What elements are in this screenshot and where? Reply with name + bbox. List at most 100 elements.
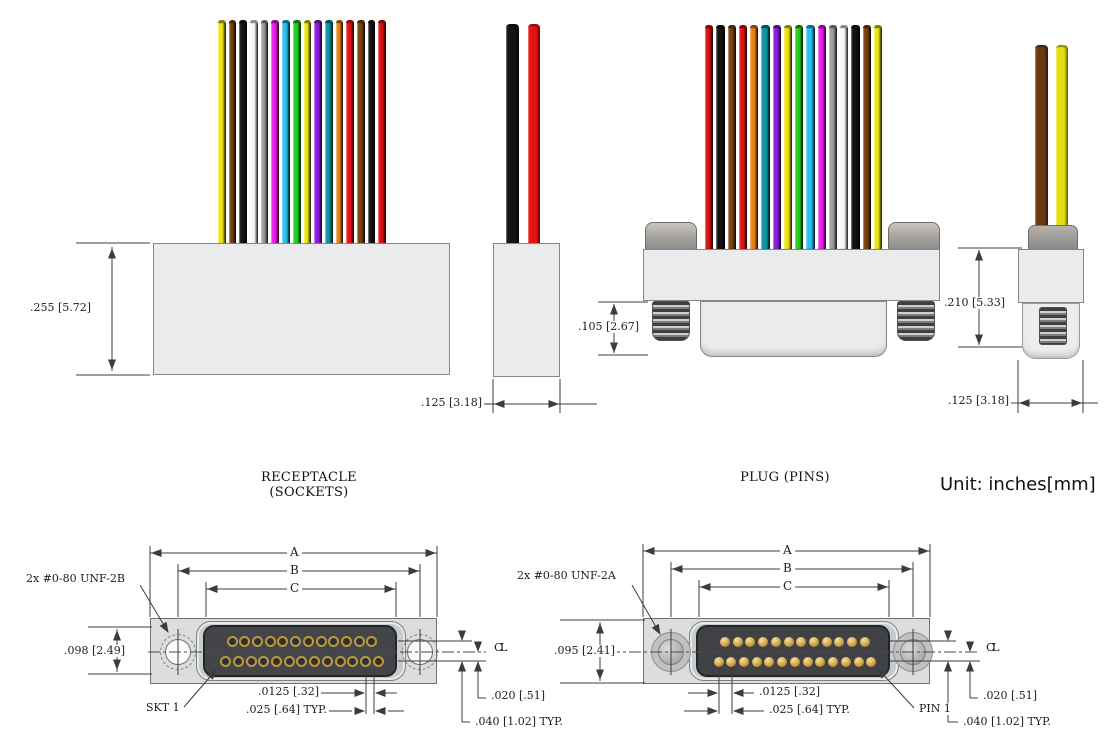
socket-contact bbox=[226, 635, 238, 647]
socket-contact bbox=[347, 655, 359, 667]
unit-note: Unit: inches[mm] bbox=[940, 474, 1096, 495]
dim-letter-c-receptacle: C bbox=[287, 582, 303, 595]
socket-contact bbox=[360, 655, 372, 667]
dim-receptacle-side-width: .125 [3.18] bbox=[419, 396, 485, 409]
centerline-symbol-plug: CL bbox=[984, 640, 1000, 654]
wire-stripe bbox=[873, 25, 882, 249]
plug-shell-front-view bbox=[700, 301, 887, 357]
plug-right-standoff bbox=[900, 639, 926, 665]
wire-stripe bbox=[303, 20, 312, 244]
plug-flange-front-view bbox=[643, 249, 940, 301]
dim-receptacle-height: .255 [5.72] bbox=[28, 301, 94, 314]
dim-receptacle-half-pitch: .0125 [.32] bbox=[256, 685, 322, 698]
label-receptacle-thread: 2x #0-80 UNF-2B bbox=[24, 572, 127, 585]
plug-left-standoff bbox=[658, 639, 684, 665]
dim-receptacle-face-height: .098 [2.49] bbox=[62, 644, 128, 657]
wire-stripe bbox=[795, 25, 804, 249]
wire-stripe bbox=[356, 20, 365, 244]
wire-stripe bbox=[228, 20, 237, 244]
wire-stripe bbox=[239, 20, 248, 244]
socket-contact bbox=[321, 655, 333, 667]
pin-contact bbox=[821, 637, 832, 647]
socket-contact bbox=[309, 655, 321, 667]
dim-plug-side-width: .125 [3.18] bbox=[946, 394, 1012, 407]
receptacle-body-side-view bbox=[493, 243, 560, 377]
receptacle-side-wires bbox=[506, 24, 540, 244]
pin-contact bbox=[789, 657, 800, 667]
socket-contact bbox=[220, 655, 232, 667]
plug-right-standoff-cap bbox=[888, 222, 940, 250]
dim-letter-a-plug: A bbox=[780, 544, 795, 557]
pin-contact bbox=[713, 657, 724, 667]
wire-stripe bbox=[783, 25, 792, 249]
wire-stripe bbox=[378, 20, 386, 244]
dim-receptacle-pitch: .025 [.64] TYP. bbox=[244, 703, 329, 716]
wire-stripe bbox=[335, 20, 344, 244]
receptacle-body-front-view bbox=[153, 243, 450, 375]
plug-side-block bbox=[1018, 249, 1084, 303]
wire bbox=[1056, 45, 1068, 227]
dim-letter-c-plug: C bbox=[780, 580, 796, 593]
wire-stripe bbox=[250, 20, 258, 244]
pin-contact bbox=[739, 657, 750, 667]
pin-contact bbox=[720, 637, 730, 647]
dim-plug-row-spacing: .040 [1.02] TYP. bbox=[961, 715, 1053, 728]
dim-letter-b-plug: B bbox=[780, 562, 795, 575]
centerline-symbol-receptacle: CL bbox=[492, 640, 508, 654]
wire-stripe bbox=[346, 20, 354, 244]
receptacle-right-mount-hole bbox=[407, 639, 433, 665]
socket-contact bbox=[251, 635, 263, 647]
wire-stripe bbox=[218, 20, 226, 244]
plug-side-thread bbox=[1039, 307, 1067, 345]
socket-contact bbox=[277, 635, 289, 647]
wire-stripe bbox=[367, 20, 376, 244]
socket-contact bbox=[372, 655, 384, 667]
dim-plug-face-height: .095 [2.41] bbox=[552, 644, 618, 657]
wire bbox=[528, 24, 540, 244]
socket-contact bbox=[366, 635, 378, 647]
receptacle-view-title: RECEPTACLE (SOCKETS) bbox=[261, 470, 357, 500]
socket-contact bbox=[315, 635, 327, 647]
dim-plug-pitch: .025 [.64] TYP. bbox=[767, 703, 852, 716]
dim-receptacle-row-spacing: .040 [1.02] TYP. bbox=[473, 715, 565, 728]
receptacle-face-insert bbox=[203, 625, 397, 677]
pin-contact bbox=[783, 637, 794, 647]
socket-contact bbox=[270, 655, 282, 667]
socket-contact bbox=[232, 655, 244, 667]
wire-stripe bbox=[750, 25, 759, 249]
dim-letter-a-receptacle: A bbox=[287, 546, 302, 559]
pin-contact bbox=[859, 637, 870, 647]
plug-side-standoff-cap bbox=[1028, 225, 1078, 250]
socket-contact bbox=[290, 635, 302, 647]
wire-stripe bbox=[862, 25, 871, 249]
wire-stripe bbox=[806, 25, 815, 249]
socket-contact bbox=[334, 655, 346, 667]
pin-contact bbox=[809, 637, 820, 647]
wire-stripe bbox=[260, 20, 269, 244]
wire-stripe bbox=[705, 25, 714, 249]
wire-stripe bbox=[772, 25, 781, 249]
pin-contact bbox=[802, 657, 813, 667]
socket-contact bbox=[340, 635, 352, 647]
plug-view-title: PLUG (PINS) bbox=[740, 470, 830, 485]
dim-receptacle-row-offset: .020 [.51] bbox=[489, 689, 548, 702]
wire-stripe bbox=[851, 25, 860, 249]
wire bbox=[1035, 45, 1048, 227]
plug-left-jackscrew bbox=[652, 301, 690, 341]
wire-stripe bbox=[282, 20, 290, 244]
dim-plug-half-pitch: .0125 [.32] bbox=[757, 685, 823, 698]
receptacle-left-mount-hole bbox=[165, 639, 191, 665]
label-skt1: SKT 1 bbox=[144, 701, 182, 714]
wire-stripe bbox=[314, 20, 322, 244]
pin-contact bbox=[732, 637, 743, 647]
wire-stripe bbox=[761, 25, 770, 249]
label-pin1: PIN 1 bbox=[917, 702, 953, 715]
socket-contact bbox=[239, 635, 251, 647]
socket-contact bbox=[328, 635, 340, 647]
wire bbox=[506, 24, 519, 244]
plug-wire-ribbon bbox=[705, 25, 882, 249]
receptacle-wire-ribbon bbox=[218, 20, 386, 244]
wire-stripe bbox=[738, 25, 747, 249]
wire-stripe bbox=[271, 20, 280, 244]
socket-contact bbox=[283, 655, 295, 667]
